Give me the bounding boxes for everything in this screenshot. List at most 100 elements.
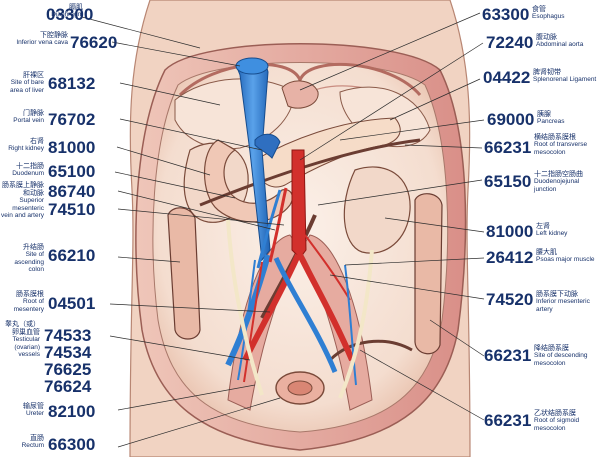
label-rectum-en: Rectum <box>21 442 44 449</box>
code-ivc: 76620 <box>70 33 118 52</box>
label-diaphragm-cn: 膈肌 <box>69 3 83 11</box>
label-portal-vein: 门静脉 Portal vein <box>0 109 44 125</box>
code-rectum: 66300 <box>48 435 96 454</box>
leader-lines-left <box>81 16 285 448</box>
label-ivc-en: Inferior vena cava <box>16 39 68 46</box>
label-esophagus-en: Esophagus <box>532 13 565 20</box>
code-splenorenal: 04422 <box>483 68 531 87</box>
label-sup-mes-cn: 肠系膜上静脉 和动脉 <box>2 181 44 197</box>
label-transverse-mesocolon-en: Root of transverse mesocolon <box>534 141 588 156</box>
label-inf-mes-artery-en: Inferior mesenteric artery <box>536 298 590 313</box>
label-sigmoid-mesocolon-en: Root of sigmoid mesocolon <box>534 417 580 432</box>
label-right-kidney-en: Right kidney <box>8 145 44 152</box>
code-left-kidney: 81000 <box>486 222 534 241</box>
label-diaphragm-en: Diaphragm <box>51 11 83 18</box>
label-duodenojejunal-en: Duodenojejunal junction <box>534 178 580 193</box>
code-right-kidney: 81000 <box>48 138 96 157</box>
label-asc-colon: 升结肠 Site of ascending colon <box>0 243 44 274</box>
label-left-kidney: 左肾 Left kidney <box>536 222 598 238</box>
label-left-kidney-en: Left kidney <box>536 230 568 237</box>
label-asc-colon-en: Site of ascending colon <box>14 251 44 273</box>
label-bare-area-en: Site of bare area of liver <box>10 79 44 94</box>
code-psoas: 26412 <box>486 248 534 267</box>
label-sup-mes: 肠系膜上静脉 和动脉 Superior mesenteric vein and … <box>0 181 44 220</box>
code-root-mes: 04501 <box>48 294 96 313</box>
esophagus-opening <box>281 80 319 109</box>
label-pancreas-en: Pancreas <box>537 118 565 125</box>
code-diaphragm: 03300 <box>46 5 94 24</box>
label-psoas-en: Psoas major muscle <box>536 256 595 263</box>
label-duodenum-en: Duodenum <box>12 170 44 177</box>
label-splenorenal: 脾肾韧带 Splenorenal Ligament <box>533 68 599 84</box>
descending-colon-site <box>414 193 443 355</box>
label-ivc-cn: 下腔静脉 <box>40 31 68 39</box>
ascending-colon-site <box>167 207 201 340</box>
label-left-kidney-cn: 左肾 <box>536 222 550 230</box>
label-portal-vein-en: Portal vein <box>13 117 44 124</box>
label-duodenum: 十二指肠 Duodenum <box>0 162 44 178</box>
label-ureter: 输尿管 Ureter <box>0 402 44 418</box>
left-kidney-shape <box>343 166 411 254</box>
code-testicular-1: 74533 <box>44 326 92 345</box>
label-ureter-en: Ureter <box>25 410 44 417</box>
label-right-kidney: 右肾 Right kidney <box>0 137 44 153</box>
label-diaphragm: 膈肌 Diaphragm <box>5 3 83 19</box>
label-inf-mes-artery: 肠系膜下动脉 Inferior mesenteric artery <box>536 290 599 313</box>
label-inf-mes-artery-cn: 肠系膜下动脉 <box>536 290 578 298</box>
label-ivc: 下腔静脉 Inferior vena cava <box>0 31 68 47</box>
code-asc-colon: 66210 <box>48 246 96 265</box>
code-testicular-2: 74534 <box>44 343 92 362</box>
code-desc-mesocolon: 66231 <box>484 346 532 365</box>
label-desc-mesocolon-en: Site of descending mesocolon <box>534 352 588 367</box>
label-ureter-cn: 输尿管 <box>23 402 44 410</box>
label-right-kidney-cn: 右肾 <box>30 137 44 145</box>
label-psoas: 腰大肌 Psoas major muscle <box>536 248 598 264</box>
code-sigmoid-mesocolon: 66231 <box>484 411 532 430</box>
code-esophagus: 63300 <box>482 5 530 24</box>
label-bare-area: 肝裸区 Site of bare area of liver <box>0 71 44 94</box>
label-aorta-en: Abdominal aorta <box>536 41 584 48</box>
code-sup-mes-vein: 86740 <box>48 182 96 201</box>
code-testicular-4: 76624 <box>44 377 92 396</box>
label-sigmoid-mesocolon: 乙状结肠系膜 Root of sigmoid mesocolon <box>534 409 599 432</box>
label-testicular-cn: 睾丸（或） 卵巢血管 <box>5 320 40 336</box>
label-root-mes-cn: 肠系膜根 <box>16 290 44 298</box>
label-root-mes: 肠系膜根 Root of mesentery <box>0 290 44 313</box>
label-splenorenal-en: Splenorenal Ligament <box>533 76 597 83</box>
label-rectum-cn: 直肠 <box>30 434 44 442</box>
label-transverse-mesocolon: 横结肠系膜根 Root of transverse mesocolon <box>534 133 598 156</box>
diaphragm-shape <box>178 62 422 97</box>
label-psoas-cn: 腰大肌 <box>536 248 557 256</box>
label-sup-mes-en: Superior mesenteric vein and artery <box>1 197 44 219</box>
label-root-mes-en: Root of mesentery <box>13 298 44 313</box>
label-portal-vein-cn: 门静脉 <box>23 109 44 117</box>
label-duodenojejunal: 十二指肠空肠曲 Duodenojejunal junction <box>534 170 599 193</box>
code-portal-vein: 76702 <box>48 110 96 129</box>
label-aorta-cn: 腹动脉 <box>536 33 557 41</box>
code-sup-mes-artery: 74510 <box>48 200 96 219</box>
code-duodenum: 65100 <box>48 162 96 181</box>
label-desc-mesocolon: 降结肠系膜 Site of descending mesocolon <box>534 344 599 367</box>
label-pancreas-cn: 胰腺 <box>537 110 551 118</box>
label-esophagus: 食管 Esophagus <box>532 5 598 21</box>
label-sigmoid-mesocolon-cn: 乙状结肠系膜 <box>534 409 576 417</box>
label-duodenum-cn: 十二指肠 <box>16 162 44 170</box>
label-desc-mesocolon-cn: 降结肠系膜 <box>534 344 569 352</box>
label-testicular: 睾丸（或） 卵巢血管 Testicular (ovarian) vessels <box>0 320 40 359</box>
code-transverse-mesocolon: 66231 <box>484 138 532 157</box>
label-pancreas: 胰腺 Pancreas <box>537 110 599 126</box>
leader-lines-right <box>299 12 485 421</box>
code-bare-area: 68132 <box>48 74 96 93</box>
aorta-vessel <box>291 149 307 259</box>
code-pancreas: 69000 <box>487 110 535 129</box>
code-aorta: 72240 <box>486 33 534 52</box>
label-rectum: 直肠 Rectum <box>0 434 44 450</box>
label-testicular-en: Testicular (ovarian) vessels <box>12 336 40 358</box>
label-aorta: 腹动脉 Abdominal aorta <box>536 33 598 49</box>
code-duodenojejunal: 65150 <box>484 172 532 191</box>
label-splenorenal-cn: 脾肾韧带 <box>533 68 561 76</box>
code-ureter: 82100 <box>48 402 96 421</box>
label-duodenojejunal-cn: 十二指肠空肠曲 <box>534 170 583 178</box>
label-asc-colon-cn: 升结肠 <box>23 243 44 251</box>
